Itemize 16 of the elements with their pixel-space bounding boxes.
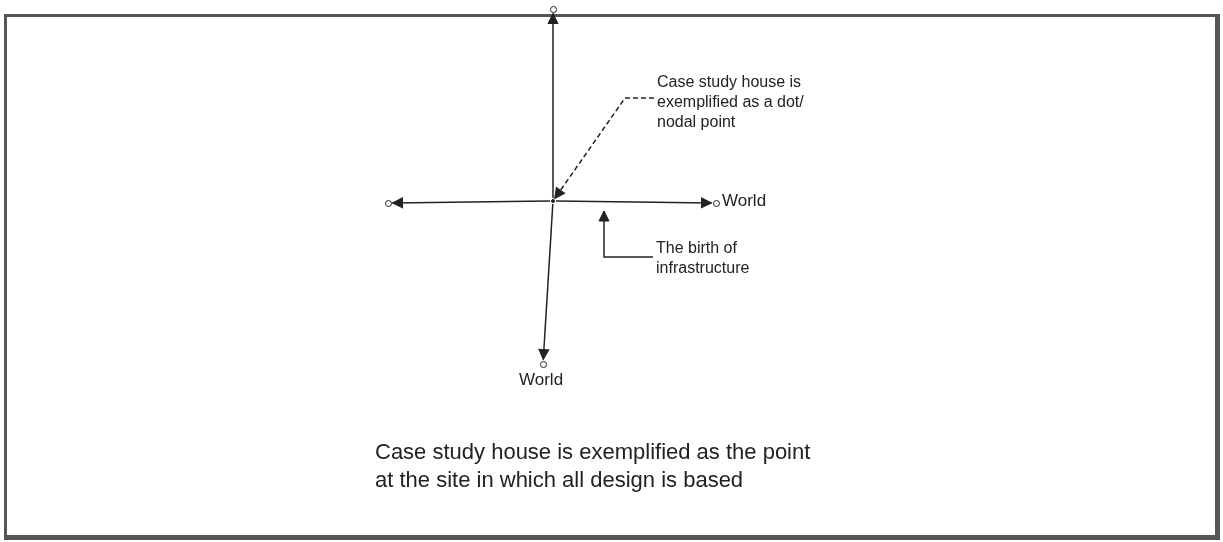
- arrow: [538, 203, 554, 361]
- annotation-text: The birth of infrastructure: [656, 238, 751, 278]
- point-circle: [712, 199, 720, 207]
- arrow: [547, 12, 559, 199]
- point-circle: [384, 199, 392, 207]
- point-circle: [539, 360, 547, 368]
- world-label: World: [722, 191, 767, 211]
- arrow: [555, 197, 713, 209]
- leader-line: [553, 97, 655, 200]
- world-label: World: [519, 370, 564, 390]
- point-circle: [549, 5, 557, 13]
- leader-line: [598, 210, 654, 258]
- arrow: [391, 197, 551, 209]
- annotation-text: Case study house is exemplified as a dot/ nodal point: [657, 72, 805, 132]
- caption-text: Case study house is exemplified as the point at the site in which all design is based: [375, 438, 812, 494]
- center-dot: [551, 199, 555, 203]
